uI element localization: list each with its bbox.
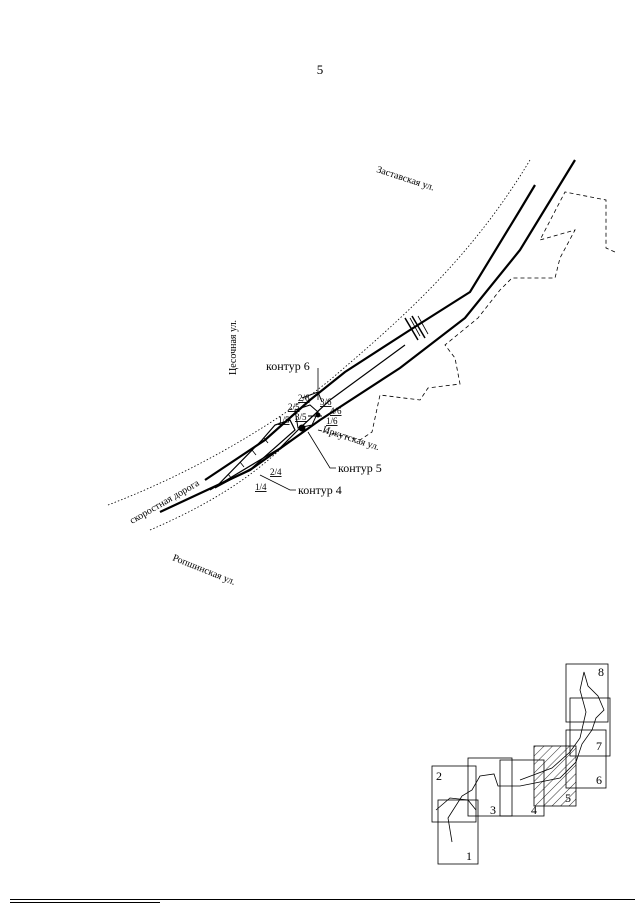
contour-5-label: контур 5 — [338, 461, 382, 475]
inner-boundary-line — [149, 439, 291, 531]
sheet-label-5: 5 — [565, 791, 571, 805]
parcel-label-1-4: 1/4 — [255, 482, 267, 492]
sheet-label-6: 6 — [596, 773, 602, 787]
sheet-label-2: 2 — [436, 769, 442, 783]
street-label-zastavskaya: Заставская ул. — [375, 164, 436, 193]
parcel-label-2-6: 2/6 — [298, 393, 310, 403]
contour-4-outline — [214, 419, 296, 489]
right-lot-boundary — [317, 191, 616, 441]
sheet-8-frame — [565, 663, 609, 723]
road-edge-upper — [204, 184, 536, 481]
sheet-1-frame — [437, 799, 479, 865]
sheet-label-4: 4 — [531, 803, 537, 817]
road-edge-lower — [159, 159, 576, 513]
parcel-label-4-6: 4/6 — [330, 406, 342, 416]
outer-boundary-line — [107, 159, 531, 506]
parcel-label-1-6: 1/6 — [326, 416, 338, 426]
sheet-label-8: 8 — [598, 665, 604, 679]
bottom-rule-short — [10, 902, 160, 903]
sheet-5-frame — [533, 745, 577, 807]
sheet-index-map — [431, 663, 611, 865]
street-label-express-road: скоростная дорога — [128, 478, 202, 527]
crossing-segment — [404, 315, 426, 341]
parcel-label-3-6: 3/6 — [320, 397, 332, 407]
boundary-ticks — [227, 315, 429, 480]
street-label-irkutskaya: Иркутская ул. — [321, 424, 381, 453]
sheet-2-frame — [431, 765, 477, 823]
parcel-label-2-4: 2/4 — [270, 467, 282, 477]
street-label-ropazhskaya: Ропшинская ул. — [171, 553, 237, 588]
contour-leaders — [259, 368, 336, 491]
parcel-label-3-5: 3/5 — [295, 412, 307, 422]
contour-4-label: контур 4 — [298, 483, 342, 497]
parcel-label-1-5: 1/5 — [278, 415, 290, 425]
street-label-tsesochnaya: Цесочная ул. — [228, 320, 239, 375]
contour-6-label: контур 6 — [266, 359, 310, 373]
sheet-3-frame — [467, 757, 513, 817]
parcel-label-2-5: 2/5 — [288, 402, 300, 412]
sheet-label-3: 3 — [490, 803, 496, 817]
bottom-rule — [10, 899, 635, 900]
page-number: 5 — [316, 62, 324, 77]
index-route-line — [447, 671, 605, 843]
sheet-label-1: 1 — [466, 849, 472, 863]
sheet-label-7: 7 — [596, 739, 602, 753]
sheet-7-frame — [569, 697, 611, 757]
sheet-6-frame — [565, 729, 607, 789]
